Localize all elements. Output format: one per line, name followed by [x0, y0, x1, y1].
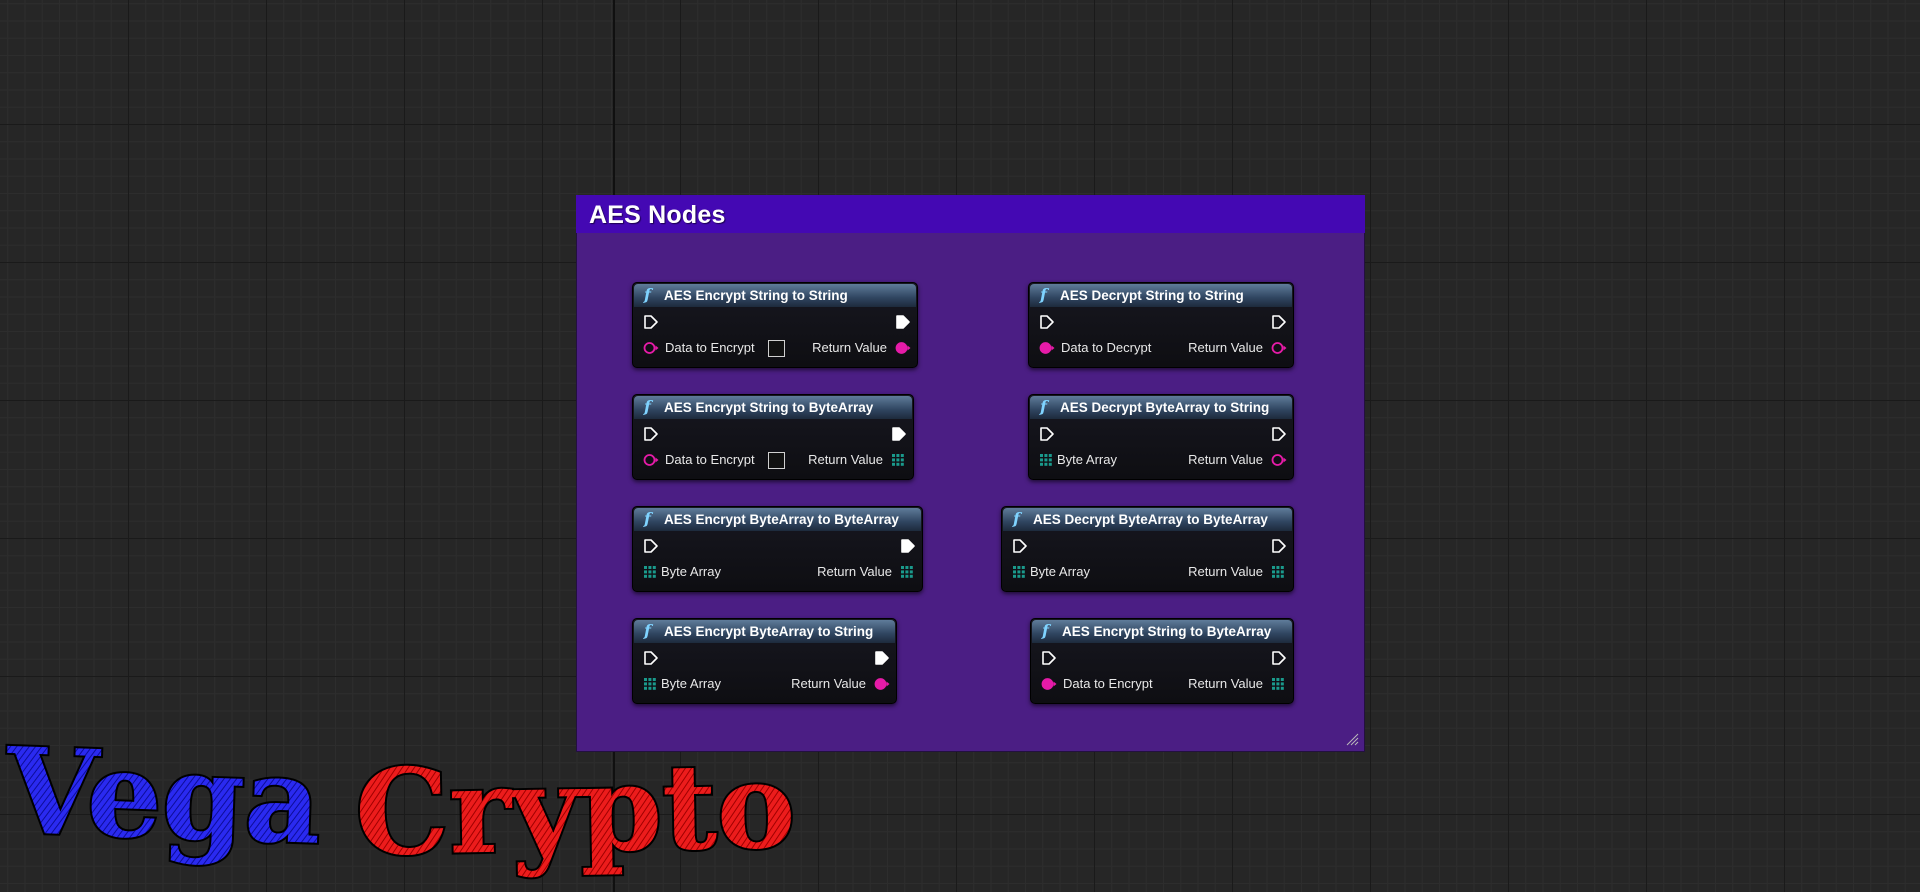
exec-output-pin[interactable]: [1271, 538, 1287, 554]
string-output-pin[interactable]: [874, 677, 890, 691]
input-literal-checkbox[interactable]: [768, 340, 785, 357]
exec-output-pin[interactable]: [1271, 650, 1287, 666]
function-icon: f: [644, 285, 651, 304]
exec-input-pin[interactable]: [643, 314, 659, 330]
exec-input-pin[interactable]: [1039, 426, 1055, 442]
input-pin-label: Data to Encrypt: [665, 340, 755, 355]
string-output-pin[interactable]: [1271, 341, 1287, 355]
exec-output-pin[interactable]: [891, 426, 907, 442]
blueprint-function-node[interactable]: f AES Encrypt String to String Data to E…: [632, 282, 918, 368]
output-pin-label: Return Value: [1188, 564, 1263, 579]
node-title: AES Encrypt String to ByteArray: [1062, 624, 1272, 639]
bytearray-input-pin[interactable]: [1012, 565, 1026, 579]
node-title: AES Decrypt ByteArray to String: [1060, 400, 1270, 415]
exec-input-pin[interactable]: [643, 650, 659, 666]
node-header[interactable]: f AES Decrypt String to String: [1030, 284, 1292, 307]
input-pin-label: Byte Array: [661, 676, 721, 691]
string-output-pin[interactable]: [895, 341, 911, 355]
bytearray-input-pin[interactable]: [643, 677, 657, 691]
exec-output-pin[interactable]: [874, 650, 890, 666]
output-pin-label: Return Value: [812, 340, 887, 355]
bytearray-output-pin[interactable]: [891, 453, 905, 467]
string-input-pin[interactable]: [1041, 677, 1057, 691]
string-input-pin[interactable]: [643, 341, 659, 355]
blueprint-function-node[interactable]: f AES Decrypt String to String Data to D…: [1028, 282, 1294, 368]
node-header[interactable]: f AES Decrypt ByteArray to String: [1030, 396, 1292, 419]
blueprint-function-node[interactable]: f AES Encrypt ByteArray to ByteArray Byt…: [632, 506, 923, 592]
exec-output-pin[interactable]: [895, 314, 911, 330]
logo-text-vega: Vega: [3, 721, 323, 871]
bytearray-output-pin[interactable]: [1271, 565, 1285, 579]
output-pin-label: Return Value: [817, 564, 892, 579]
node-header[interactable]: f AES Encrypt String to ByteArray: [634, 396, 912, 419]
node-title: AES Decrypt String to String: [1060, 288, 1244, 303]
logo-text-crypto: Crypto: [354, 736, 797, 883]
comment-title: AES Nodes: [589, 201, 726, 229]
input-pin-label: Byte Array: [661, 564, 721, 579]
exec-input-pin[interactable]: [1039, 314, 1055, 330]
function-icon: f: [1040, 397, 1047, 416]
node-title: AES Encrypt ByteArray to ByteArray: [664, 512, 899, 527]
input-literal-checkbox[interactable]: [768, 452, 785, 469]
exec-input-pin[interactable]: [1041, 650, 1057, 666]
comment-header[interactable]: AES Nodes: [576, 195, 1365, 233]
node-header[interactable]: f AES Encrypt ByteArray to ByteArray: [634, 508, 921, 531]
exec-input-pin[interactable]: [643, 538, 659, 554]
output-pin-label: Return Value: [1188, 676, 1263, 691]
blueprint-function-node[interactable]: f AES Decrypt ByteArray to String Byte A…: [1028, 394, 1294, 480]
function-icon: f: [1013, 509, 1020, 528]
node-title: AES Decrypt ByteArray to ByteArray: [1033, 512, 1268, 527]
output-pin-label: Return Value: [1188, 452, 1263, 467]
function-icon: f: [644, 397, 651, 416]
input-pin-label: Data to Encrypt: [1063, 676, 1153, 691]
output-pin-label: Return Value: [808, 452, 883, 467]
input-pin-label: Byte Array: [1057, 452, 1117, 467]
node-header[interactable]: f AES Encrypt ByteArray to String: [634, 620, 895, 643]
blueprint-function-node[interactable]: f AES Encrypt String to ByteArray Data t…: [632, 394, 914, 480]
exec-output-pin[interactable]: [900, 538, 916, 554]
blueprint-function-node[interactable]: f AES Encrypt String to ByteArray Data t…: [1030, 618, 1294, 704]
input-pin-label: Data to Decrypt: [1061, 340, 1152, 355]
bytearray-output-pin[interactable]: [1271, 677, 1285, 691]
node-title: AES Encrypt ByteArray to String: [664, 624, 874, 639]
resize-grip-icon[interactable]: [1345, 732, 1359, 746]
node-header[interactable]: f AES Encrypt String to String: [634, 284, 916, 307]
exec-input-pin[interactable]: [1012, 538, 1028, 554]
exec-output-pin[interactable]: [1271, 426, 1287, 442]
output-pin-label: Return Value: [791, 676, 866, 691]
function-icon: f: [1040, 285, 1047, 304]
node-title: AES Encrypt String to ByteArray: [664, 400, 874, 415]
exec-input-pin[interactable]: [643, 426, 659, 442]
bytearray-input-pin[interactable]: [643, 565, 657, 579]
input-pin-label: Data to Encrypt: [665, 452, 755, 467]
string-input-pin[interactable]: [1039, 341, 1055, 355]
exec-output-pin[interactable]: [1271, 314, 1287, 330]
output-pin-label: Return Value: [1188, 340, 1263, 355]
input-pin-label: Byte Array: [1030, 564, 1090, 579]
blueprint-function-node[interactable]: f AES Encrypt ByteArray to String Byte A…: [632, 618, 897, 704]
string-input-pin[interactable]: [643, 453, 659, 467]
vegacrypto-logo: Vega Crypto: [1, 720, 798, 884]
node-header[interactable]: f AES Encrypt String to ByteArray: [1032, 620, 1292, 643]
function-icon: f: [644, 621, 651, 640]
function-icon: f: [644, 509, 651, 528]
bytearray-input-pin[interactable]: [1039, 453, 1053, 467]
node-title: AES Encrypt String to String: [664, 288, 848, 303]
bytearray-output-pin[interactable]: [900, 565, 914, 579]
string-output-pin[interactable]: [1271, 453, 1287, 467]
node-header[interactable]: f AES Decrypt ByteArray to ByteArray: [1003, 508, 1292, 531]
blueprint-function-node[interactable]: f AES Decrypt ByteArray to ByteArray Byt…: [1001, 506, 1294, 592]
function-icon: f: [1042, 621, 1049, 640]
